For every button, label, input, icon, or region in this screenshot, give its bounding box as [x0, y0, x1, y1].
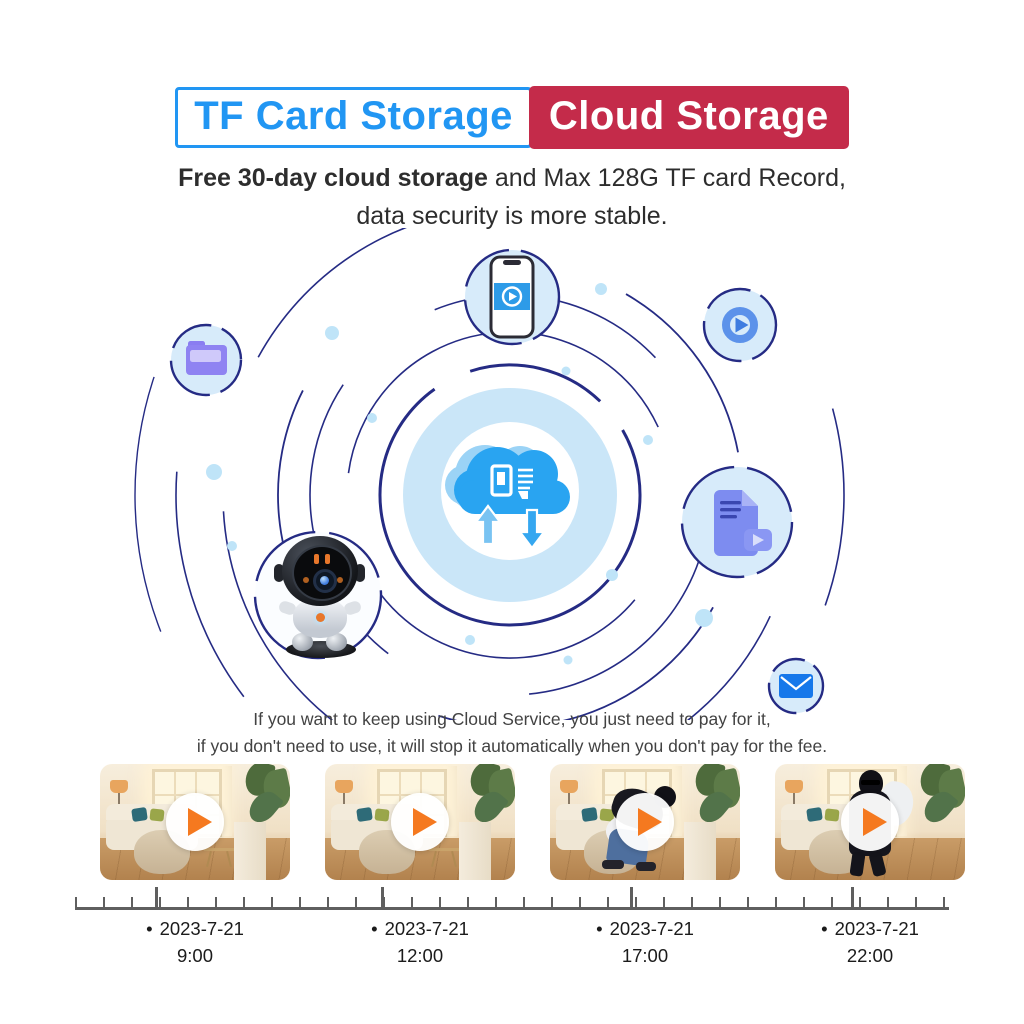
burglar-shoe	[636, 862, 656, 871]
camera-led	[303, 577, 309, 583]
recording-timestamp-3: • 2023-7-21 17:00	[550, 916, 740, 970]
bullet: •	[146, 918, 153, 939]
mail-icon	[779, 674, 813, 698]
phone-video-icon	[489, 255, 535, 339]
sd-card-icon	[490, 464, 533, 499]
orbit-arcs-graphic	[134, 228, 886, 720]
recording-date: 2023-7-21	[159, 918, 244, 939]
play-button[interactable]	[616, 793, 674, 851]
video-play-icon	[722, 307, 758, 343]
video-thumbnail-4[interactable]	[775, 764, 965, 880]
bullet: •	[821, 918, 828, 939]
recording-time: 17:00	[621, 944, 669, 966]
camera-ear	[274, 564, 284, 582]
tf-card-storage-label: TF Card Storage	[175, 87, 532, 148]
side-table	[429, 848, 459, 851]
subtitle-regular: and Max 128G TF card Record,	[487, 164, 846, 192]
lamp-icon	[785, 780, 803, 793]
timeline-tick-major	[155, 887, 158, 907]
video-thumbnail-3[interactable]	[550, 764, 740, 880]
lamp-icon	[560, 780, 578, 793]
security-camera-product	[262, 536, 377, 658]
plant	[913, 764, 965, 840]
folder-icon	[186, 341, 227, 375]
camera-led	[337, 577, 343, 583]
play-button[interactable]	[841, 793, 899, 851]
subtitle: Free 30-day cloud storage and Max 128G T…	[0, 160, 1024, 235]
side-table	[204, 848, 234, 851]
burglar-sunglasses	[861, 780, 880, 785]
camera-head	[282, 536, 358, 606]
cloud-storage-label: Cloud Storage	[528, 86, 849, 149]
shelf	[684, 822, 716, 880]
note-line2: if you don't need to use, it will stop i…	[196, 736, 828, 757]
camera-face	[292, 545, 352, 601]
recording-date: 2023-7-21	[384, 918, 469, 939]
cloud-orbit-diagram	[0, 228, 1024, 720]
bullet: •	[371, 918, 378, 939]
video-thumbnail-1[interactable]	[100, 764, 290, 880]
note-line1: If you want to keep using Cloud Service,…	[253, 709, 771, 729]
camera-lens	[313, 569, 337, 593]
timeline-tick-major	[851, 887, 854, 907]
download-arrow-icon	[517, 508, 547, 550]
camera-ear	[355, 564, 365, 582]
recording-timestamp-2: • 2023-7-21 12:00	[325, 916, 515, 970]
shelf	[234, 822, 266, 880]
timeline-tick-major	[381, 887, 384, 907]
bullet: •	[596, 918, 603, 939]
camera-button	[316, 613, 325, 622]
header-banner: TF Card Storage Cloud Storage	[0, 86, 1024, 149]
lamp-icon	[110, 780, 128, 793]
recording-time: 9:00	[176, 944, 213, 966]
timeline-tick-major	[630, 887, 633, 907]
play-button[interactable]	[391, 793, 449, 851]
upload-arrow-icon	[473, 504, 503, 546]
camera-foot	[326, 633, 347, 651]
recording-date: 2023-7-21	[609, 918, 694, 939]
recording-timestamp-1: • 2023-7-21 9:00	[100, 916, 290, 970]
burglar-shoe	[602, 860, 624, 869]
video-file-icon	[714, 490, 772, 556]
camera-ir-bar	[325, 554, 330, 564]
camera-foot	[292, 633, 313, 651]
cloud-service-note: If you want to keep using Cloud Service,…	[0, 706, 1024, 760]
recording-time: 22:00	[846, 944, 894, 966]
subtitle-line2: data security is more stable.	[356, 201, 668, 230]
lamp-icon	[335, 780, 353, 793]
camera-ir-bar	[314, 554, 319, 564]
play-button[interactable]	[166, 793, 224, 851]
recording-time: 12:00	[396, 944, 444, 966]
video-thumbnail-2[interactable]	[325, 764, 515, 880]
subtitle-bold: Free 30-day cloud storage	[178, 164, 488, 192]
recording-date: 2023-7-21	[834, 918, 919, 939]
recording-timestamp-4: • 2023-7-21 22:00	[775, 916, 965, 970]
shelf	[459, 822, 491, 880]
recording-timeline	[75, 886, 949, 910]
